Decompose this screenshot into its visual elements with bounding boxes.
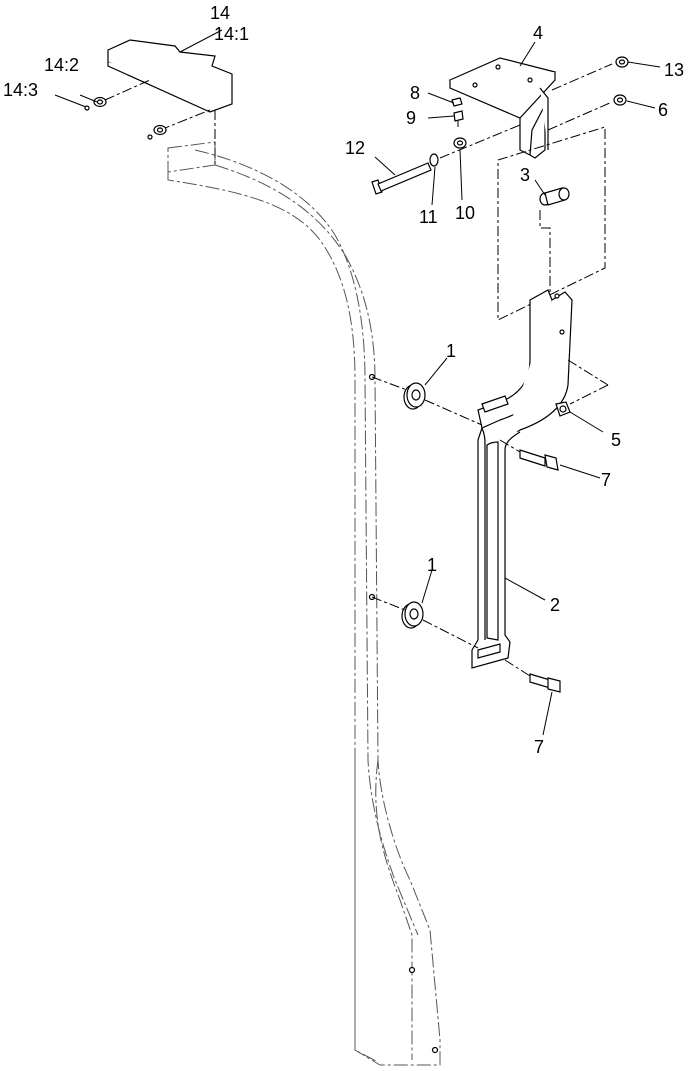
flange-nut-5 <box>555 401 571 417</box>
callout-9: 9 <box>406 108 416 128</box>
pedal-arm <box>471 289 573 669</box>
callout-14: 14 <box>210 3 230 23</box>
roller-lower <box>401 601 424 629</box>
roller-upper <box>403 382 426 410</box>
clip-8 <box>451 97 463 107</box>
callout-8: 8 <box>410 83 420 103</box>
bolt-7-upper <box>519 449 559 471</box>
top-bracket <box>448 57 557 159</box>
spacer-3 <box>539 187 570 295</box>
cover-plate <box>104 39 233 165</box>
callout-3: 3 <box>520 165 530 185</box>
lock-washer-11 <box>429 153 439 167</box>
assembly-plane-phantom <box>497 126 606 321</box>
washer-10 <box>453 137 467 149</box>
bolt-7-lower <box>529 673 561 693</box>
callout-7-upper: 7 <box>601 470 611 490</box>
washer-14-2 <box>93 96 167 136</box>
callout-5: 5 <box>611 430 621 450</box>
callout-14-2: 14:2 <box>44 55 79 75</box>
callout-2: 2 <box>550 595 560 615</box>
callout-13: 13 <box>664 60 684 80</box>
frame-tube-phantom <box>167 141 441 1066</box>
bolt-12 <box>371 162 432 195</box>
callout-6: 6 <box>658 100 668 120</box>
callout-12: 12 <box>345 138 365 158</box>
callout-11: 11 <box>419 207 438 227</box>
nut-6 <box>613 94 627 106</box>
nut-13 <box>615 56 629 68</box>
callout-7-lower: 7 <box>534 737 544 757</box>
callout-1-upper: 1 <box>446 341 456 361</box>
leader-lines <box>54 29 661 736</box>
callout-10: 10 <box>455 203 475 223</box>
callout-1-lower: 1 <box>427 555 437 575</box>
callout-4: 4 <box>533 23 543 43</box>
callout-14-1: 14:1 <box>214 24 249 44</box>
screw-14-3 <box>84 105 153 140</box>
screw-9 <box>453 110 464 127</box>
callouts: 14 14:1 14:2 14:3 4 8 9 12 11 10 13 6 3 … <box>3 3 684 757</box>
callout-14-3: 14:3 <box>3 80 38 100</box>
